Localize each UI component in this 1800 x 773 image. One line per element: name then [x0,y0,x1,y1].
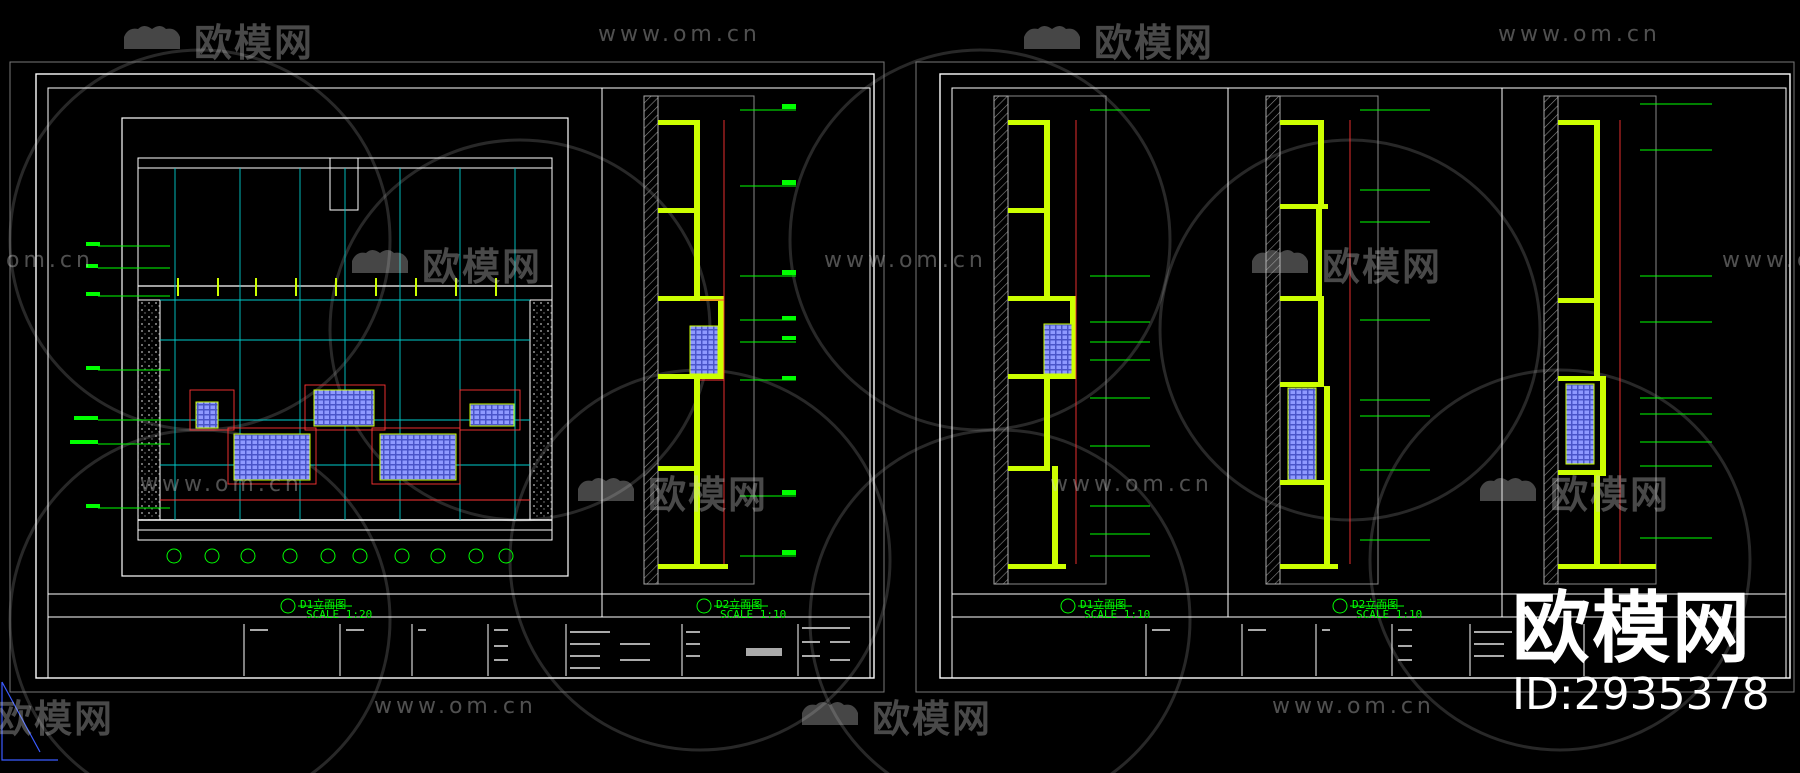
watermark-brand: 欧模网 [1322,245,1443,289]
watermark-brand: 欧模网 [1550,473,1671,517]
sofa-icon [802,701,858,725]
ucs-icon [1,681,58,761]
watermark-url-partial: om.cn [6,248,94,273]
view-title: D2立面图 [1352,598,1399,611]
corner-brand-name: 欧模网 [1512,584,1753,674]
watermark-logo: 欧模网 [796,688,992,743]
watermark-brand: 欧模网 [422,245,543,289]
view-title: D1立面图 [1080,598,1127,611]
view-scale: SCALE 1:10 [1084,608,1151,621]
sofa-icon [124,25,180,49]
watermark-url: www.om.cn [1272,694,1435,719]
watermark-logo: 欧模网 [572,464,768,519]
watermark-url: www.om.cn [598,22,761,47]
watermark-logo: 欧模网 [0,688,114,743]
watermark-logo: 欧模网 [1246,236,1442,291]
view-scale: SCALE 1:10 [1356,608,1423,621]
corner-brand: 欧模网 ID:2935378 [1512,588,1770,720]
watermark-brand: 欧模网 [0,697,115,741]
watermark-logo: 欧模网 [1018,12,1214,67]
watermark-logo: 欧模网 [1474,464,1670,519]
view-title: D1立面图 [300,598,347,611]
sofa-icon [1024,25,1080,49]
model-id-label: ID:2935378 [1512,669,1770,720]
sofa-icon [352,249,408,273]
watermark-brand: 欧模网 [194,21,315,65]
sheet-2 [915,61,1795,693]
sofa-icon [578,477,634,501]
view-scale: SCALE 1:20 [306,608,373,621]
watermark-url: www.om.cn [140,472,303,497]
watermark-url: www.om.cn [374,694,537,719]
watermark-url: www.om.cn [1498,22,1661,47]
sheet-1 [9,61,885,693]
watermark-logo: 欧模网 [118,12,314,67]
watermark-brand: 欧模网 [648,473,769,517]
watermark-url: www.om.cn [824,248,987,273]
sofa-icon [1480,477,1536,501]
view-title: D2立面图 [716,598,763,611]
watermark-brand: 欧模网 [1094,21,1215,65]
watermark-logo: 欧模网 [346,236,542,291]
sofa-icon [1252,249,1308,273]
watermark-url: www.om.cn [1050,472,1213,497]
watermark-url: www.om.cn [1722,248,1800,273]
watermark-brand: 欧模网 [872,697,993,741]
view-scale: SCALE 1:10 [720,608,787,621]
